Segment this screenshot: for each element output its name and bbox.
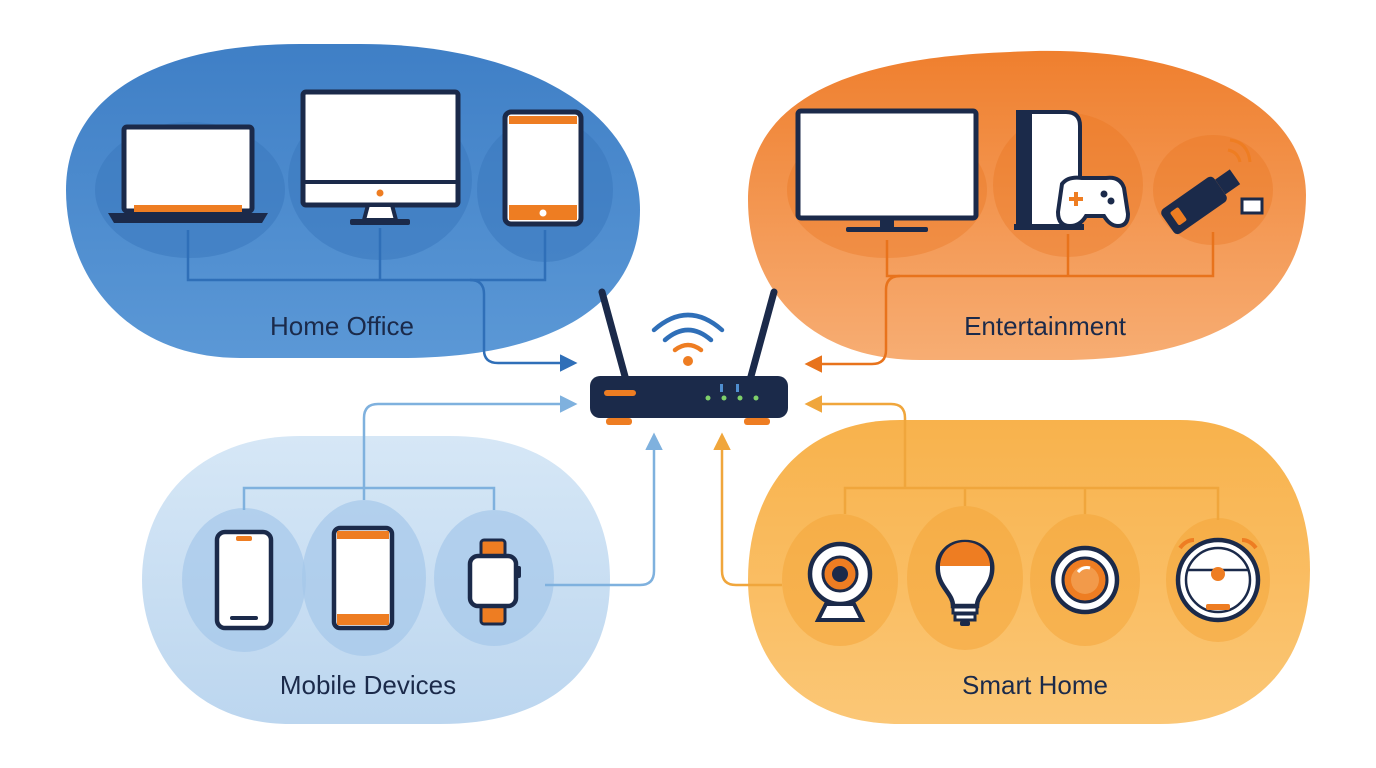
smart-home-label: Smart Home [962,670,1108,700]
mobile-devices-link-2 [545,432,663,587]
group-smart-home: Smart Home [713,395,1310,724]
streaming-stick-icon [1161,138,1264,235]
security-camera-icon [807,541,873,622]
home-office-link [469,278,578,372]
smartphone-icon [214,529,274,631]
phone-icon [331,525,395,631]
smart-home-link-2 [713,432,782,587]
smart-home-link [804,395,907,488]
group-home-office: Home Office [66,44,640,372]
entertainment-label: Entertainment [964,311,1127,341]
smart-speaker-icon [1050,545,1120,615]
mobile-devices-label: Mobile Devices [280,670,456,700]
group-mobile-devices: Mobile Devices [142,395,663,724]
smart-bulb-icon [935,539,995,626]
wifi-router-icon [590,288,788,425]
group-entertainment: Entertainment [748,50,1306,373]
mobile-devices-link [362,395,578,488]
robot-vacuum-icon [1175,537,1261,623]
game-console-icon [1014,110,1131,230]
tv-icon [795,108,979,232]
laptop-icon [108,124,268,223]
smart-home-blob [748,420,1310,724]
desktop-monitor-icon [300,89,461,225]
entertainment-link [804,274,901,373]
tablet-icon [502,109,584,227]
home-office-label: Home Office [270,311,414,341]
wifi-signal-icon [651,312,725,366]
smartwatch-icon [467,538,521,626]
